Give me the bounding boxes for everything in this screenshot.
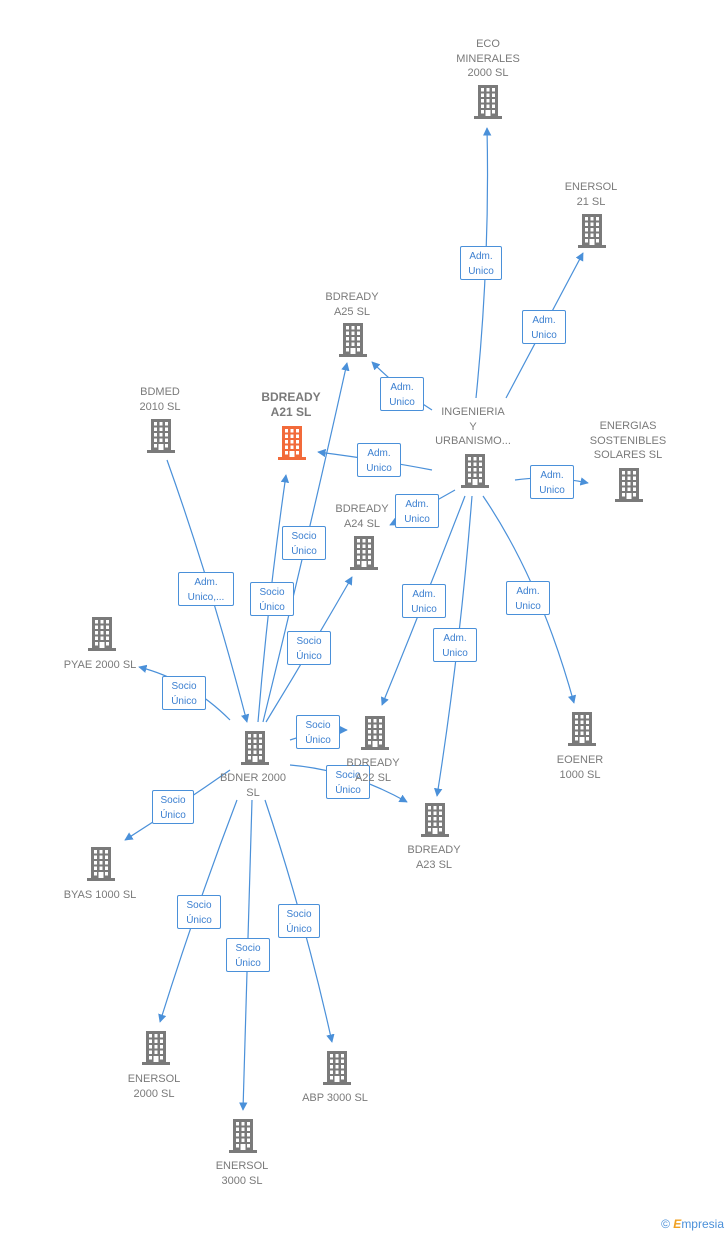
edge-label-ingenieria-to-bdready_a23[interactable]: Adm. Unico <box>433 628 477 662</box>
company-building-icon-eco[interactable] <box>474 85 502 119</box>
edge-label-bdner-to-pyae[interactable]: Socio Único <box>162 676 206 710</box>
company-building-icon-bdready_a23[interactable] <box>421 803 449 837</box>
edge-label-bdner-to-bdready_a21[interactable]: Socio Único <box>250 582 294 616</box>
company-building-icon-bdmed[interactable] <box>147 419 175 453</box>
node-label-byas[interactable]: BYAS 1000 SL <box>63 889 137 901</box>
edge-label-bdner-to-enersol2000[interactable]: Socio Único <box>177 895 221 929</box>
footer-brand: © Empresia <box>661 1217 724 1231</box>
edge-label-ingenieria-to-bdready_a24[interactable]: Adm. Unico <box>395 494 439 528</box>
edge-label-bdner-to-bdready_a25[interactable]: Socio Único <box>282 526 326 560</box>
node-label-bdready_a21[interactable]: BDREADY A21 SL <box>261 390 321 419</box>
company-building-icon-energias[interactable] <box>615 468 643 502</box>
company-building-icon-bdready_a22[interactable] <box>361 716 389 750</box>
node-label-ingenieria[interactable]: INGENIERIA Y URBANISMO... <box>435 406 511 447</box>
edge-label-ingenieria-to-eco[interactable]: Adm. Unico <box>460 246 502 280</box>
edge-label-bdner-to-bdready_a23[interactable]: Socio Único <box>326 765 370 799</box>
edge-label-bdner-to-bdready_a24[interactable]: Socio Único <box>287 631 331 665</box>
edge-label-bdner-to-enersol3000[interactable]: Socio Único <box>226 938 270 972</box>
company-building-icon-bdready_a21[interactable] <box>278 426 306 460</box>
node-label-abp[interactable]: ABP 3000 SL <box>302 1092 368 1104</box>
node-label-bdready_a22[interactable]: BDREADY A22 SL <box>346 757 400 784</box>
edge-label-ingenieria-to-enersol21[interactable]: Adm. Unico <box>522 310 566 344</box>
node-label-bdready_a24[interactable]: BDREADY A24 SL <box>335 503 389 530</box>
company-building-icon-bdner[interactable] <box>241 731 269 765</box>
edge-label-ingenieria-to-bdready_a22[interactable]: Adm. Unico <box>402 584 446 618</box>
company-building-icon-abp[interactable] <box>323 1051 351 1085</box>
node-label-enersol21[interactable]: ENERSOL 21 SL <box>564 181 618 208</box>
node-label-enersol3000[interactable]: ENERSOL 3000 SL <box>215 1160 269 1187</box>
edge-label-ingenieria-to-eoener[interactable]: Adm. Unico <box>506 581 550 615</box>
company-building-icon-bdready_a25[interactable] <box>339 323 367 357</box>
copyright-symbol: © <box>661 1217 670 1231</box>
company-building-icon-byas[interactable] <box>87 847 115 881</box>
company-building-icon-enersol3000[interactable] <box>229 1119 257 1153</box>
brand-logo-initial: E <box>673 1217 682 1231</box>
node-label-bdready_a23[interactable]: BDREADY A23 SL <box>407 844 461 871</box>
node-label-eoener[interactable]: EOENER 1000 SL <box>556 754 604 781</box>
company-building-icon-ingenieria[interactable] <box>461 454 489 488</box>
edge-label-bdner-to-byas[interactable]: Socio Único <box>152 790 194 824</box>
node-label-enersol2000[interactable]: ENERSOL 2000 SL <box>127 1073 181 1100</box>
edge-label-bdner-to-abp[interactable]: Socio Único <box>278 904 320 938</box>
edge-label-ingenieria-to-bdready_a25[interactable]: Adm. Unico <box>380 377 424 411</box>
node-label-bdready_a25[interactable]: BDREADY A25 SL <box>325 291 379 318</box>
node-label-eco[interactable]: ECO MINERALES 2000 SL <box>456 38 520 79</box>
edge-label-ingenieria-to-energias[interactable]: Adm. Unico <box>530 465 574 499</box>
node-label-pyae[interactable]: PYAE 2000 SL <box>63 659 137 671</box>
edge-label-bdmed-to-bdner[interactable]: Adm. Unico,... <box>178 572 234 606</box>
company-building-icon-bdready_a24[interactable] <box>350 536 378 570</box>
node-label-bdmed[interactable]: BDMED 2010 SL <box>139 386 181 413</box>
edge-label-ingenieria-to-bdready_a21[interactable]: Adm. Unico <box>357 443 401 477</box>
company-building-icon-enersol21[interactable] <box>578 214 606 248</box>
company-building-icon-eoener[interactable] <box>568 712 596 746</box>
edge-label-bdner-to-bdready_a22[interactable]: Socio Único <box>296 715 340 749</box>
company-building-icon-enersol2000[interactable] <box>142 1031 170 1065</box>
company-building-icon-pyae[interactable] <box>88 617 116 651</box>
brand-logo-text: mpresia <box>681 1217 724 1231</box>
node-label-bdner[interactable]: BDNER 2000 SL <box>219 772 287 799</box>
node-label-energias[interactable]: ENERGIAS SOSTENIBLES SOLARES SL <box>589 420 667 461</box>
